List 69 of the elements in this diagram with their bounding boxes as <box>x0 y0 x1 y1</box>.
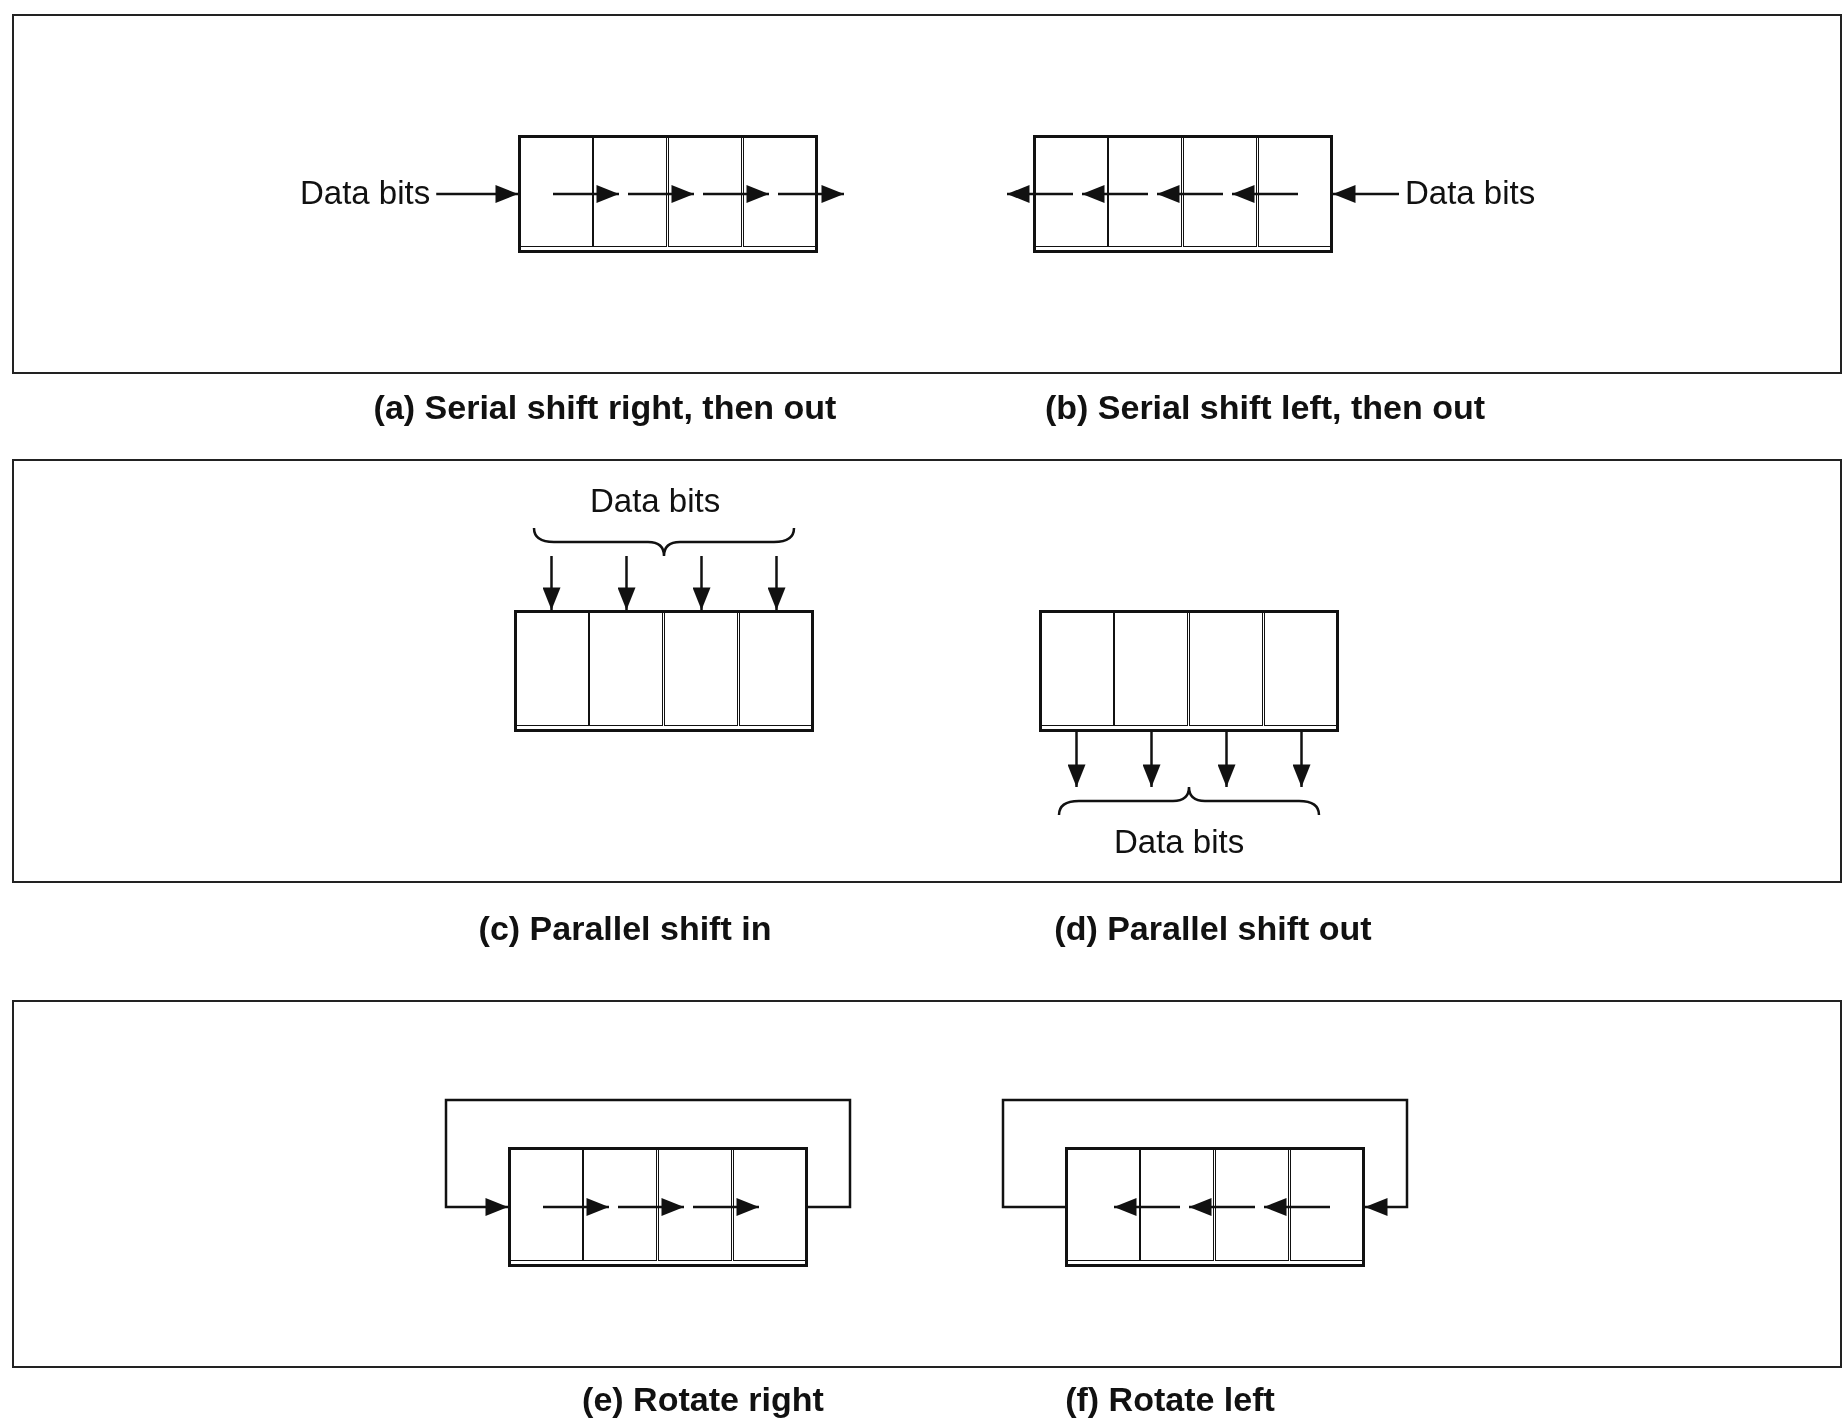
signal-label: Data bits <box>1114 823 1245 860</box>
arrow <box>692 556 711 610</box>
register-cell <box>1258 135 1332 247</box>
arrow <box>1142 732 1161 787</box>
register-cell <box>739 610 813 726</box>
shift-register <box>508 1147 808 1267</box>
shift-register <box>1039 610 1339 732</box>
arrow <box>1264 1198 1330 1216</box>
signal-label: Data bits <box>1405 174 1536 211</box>
register-cell <box>664 610 738 726</box>
register-cell <box>658 1147 732 1261</box>
arrow <box>1217 732 1236 787</box>
shift-register <box>514 610 814 732</box>
arrow <box>1067 732 1086 787</box>
arrow <box>1333 185 1399 203</box>
figure-caption: (d) Parallel shift out <box>1054 909 1372 948</box>
register-cell <box>1290 1147 1364 1261</box>
arrow <box>1001 1098 1409 1216</box>
arrow <box>617 556 636 610</box>
register-cell <box>1183 135 1257 247</box>
signal-label: Data bits <box>590 482 721 519</box>
register-cell <box>1065 1147 1140 1261</box>
register-cell <box>1114 610 1188 726</box>
register-cell <box>593 135 667 247</box>
register-cell <box>589 610 663 726</box>
figure-caption: (c) Parallel shift in <box>478 909 772 948</box>
shift-register <box>1065 1147 1365 1267</box>
arrow <box>543 1198 609 1216</box>
figure-caption: (b) Serial shift left, then out <box>1044 388 1486 427</box>
register-cell <box>1215 1147 1289 1261</box>
arrow <box>1007 185 1073 203</box>
figure-caption: (e) Rotate right <box>582 1380 824 1419</box>
register-cell <box>1033 135 1108 247</box>
arrow <box>628 185 694 203</box>
figure-panel <box>12 459 1842 883</box>
shift-register <box>1033 135 1333 253</box>
arrow <box>444 1098 852 1216</box>
figure-caption: (a) Serial shift right, then out <box>373 388 837 427</box>
register-cell <box>583 1147 657 1261</box>
figure-panel <box>12 1000 1842 1368</box>
register-cell <box>508 1147 583 1261</box>
register-cell <box>1189 610 1263 726</box>
arrow <box>703 185 769 203</box>
arrow <box>767 556 786 610</box>
register-cell <box>514 610 589 726</box>
arrow <box>436 185 518 203</box>
register-cell <box>1264 610 1338 726</box>
arrow <box>553 185 619 203</box>
arrow <box>618 1198 684 1216</box>
arrow <box>1157 185 1223 203</box>
arrow <box>778 185 844 203</box>
register-cell <box>518 135 593 247</box>
figure-caption: (f) Rotate left <box>1065 1380 1275 1419</box>
arrow <box>1082 185 1148 203</box>
register-cell <box>1140 1147 1214 1261</box>
arrow <box>542 556 561 610</box>
arrow <box>693 1198 759 1216</box>
register-cell <box>1039 610 1114 726</box>
register-cell <box>1108 135 1182 247</box>
arrow <box>1232 185 1298 203</box>
arrow <box>1114 1198 1180 1216</box>
register-cell <box>668 135 742 247</box>
arrow <box>1189 1198 1255 1216</box>
figure-panel <box>12 14 1842 374</box>
register-cell <box>733 1147 807 1261</box>
signal-label: Data bits <box>300 174 431 211</box>
arrow <box>1292 732 1311 787</box>
register-cell <box>743 135 817 247</box>
shift-register <box>518 135 818 253</box>
